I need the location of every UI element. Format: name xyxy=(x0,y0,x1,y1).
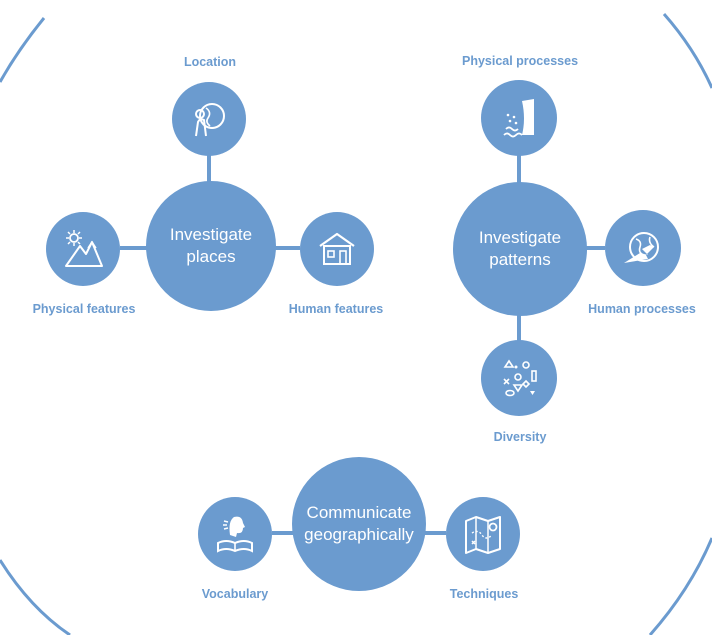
connector-physical-features xyxy=(120,246,148,250)
label-physical-processes: Physical processes xyxy=(461,54,579,68)
hub-investigate-places-label: Investigate places xyxy=(169,225,253,266)
connector-location xyxy=(207,152,211,184)
speaking-book-icon xyxy=(217,516,253,553)
hub-communicate-geographically: Communicate geographically xyxy=(292,457,426,591)
location-globe-icon xyxy=(195,103,225,137)
connector-human-processes xyxy=(585,246,605,250)
label-location: Location xyxy=(183,55,237,69)
hub-communicate-geographically-label: Communicate geographically xyxy=(304,503,414,544)
map-pin-icon xyxy=(465,516,501,554)
label-physical-features: Physical features xyxy=(32,302,136,316)
node-vocabulary xyxy=(198,497,272,571)
connector-techniques xyxy=(424,531,446,535)
node-physical-features xyxy=(46,212,120,286)
label-techniques: Techniques xyxy=(449,587,519,601)
house-icon xyxy=(319,232,355,265)
diverse-shapes-icon xyxy=(503,359,537,397)
mountain-sun-icon xyxy=(65,230,103,267)
node-techniques xyxy=(446,497,520,571)
hub-investigate-places: Investigate places xyxy=(146,181,276,311)
globe-airplane-icon xyxy=(624,232,659,263)
node-human-processes xyxy=(605,210,681,286)
label-diversity: Diversity xyxy=(493,430,547,444)
node-location xyxy=(172,82,246,156)
node-diversity xyxy=(481,340,557,416)
connector-vocabulary xyxy=(272,531,294,535)
label-human-processes: Human processes xyxy=(588,302,696,316)
waterfall-icon xyxy=(503,99,534,138)
label-vocabulary: Vocabulary xyxy=(201,587,269,601)
node-physical-processes xyxy=(481,80,557,156)
connector-physical-processes xyxy=(517,150,521,185)
hub-investigate-patterns-label: Investigate patterns xyxy=(478,228,562,269)
connector-human-features xyxy=(270,246,300,250)
label-human-features: Human features xyxy=(288,302,384,316)
hub-investigate-patterns: Investigate patterns xyxy=(453,182,587,316)
connector-diversity xyxy=(517,310,521,342)
node-human-features xyxy=(300,212,374,286)
